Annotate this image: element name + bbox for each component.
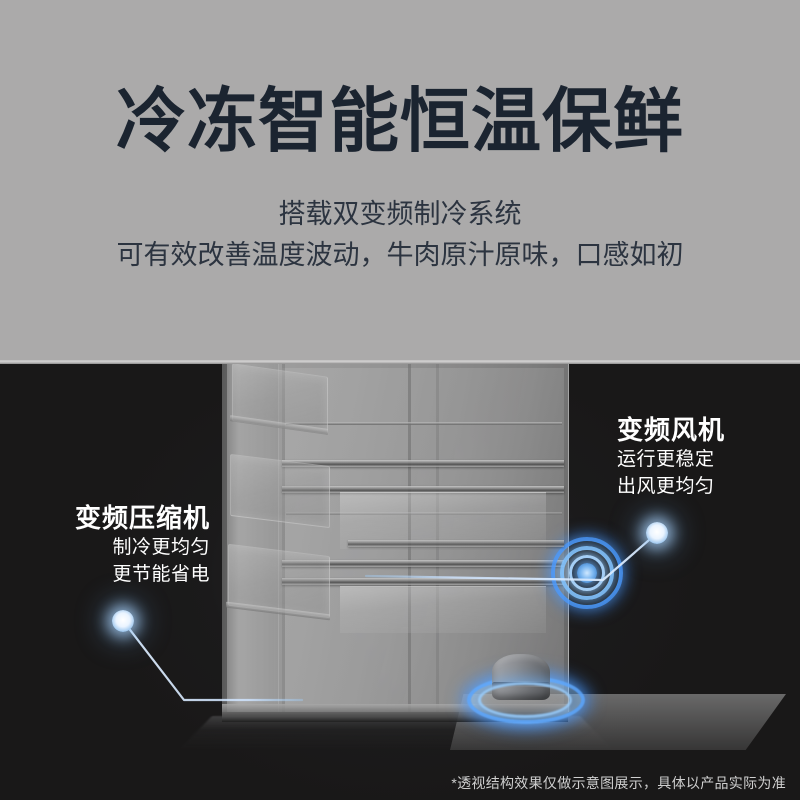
header-band: 冷冻智能恒温保鲜 搭载双变频制冷系统 可有效改善温度波动，牛肉原汁原味，口感如初 bbox=[0, 0, 800, 360]
glass-shelf-lower bbox=[340, 586, 546, 633]
callout-right-title: 变频风机 bbox=[617, 415, 726, 445]
product-stage: 变频压缩机 制冷更均匀 更节能省电 变频风机 运行更稳定 出风更均匀 *透视结构… bbox=[0, 364, 800, 800]
shelf-rail-4 bbox=[282, 578, 564, 585]
fan-hub bbox=[577, 563, 597, 583]
callout-right-line-2: 出风更均匀 bbox=[617, 476, 715, 497]
callout-right: 变频风机 运行更稳定 出风更均匀 bbox=[617, 414, 800, 500]
disclaimer-footnote: *透视结构效果仅做示意图展示，具体以产品实际为准 bbox=[451, 775, 786, 791]
callout-left-anchor-dot bbox=[112, 610, 134, 632]
fridge-door-edge bbox=[222, 364, 227, 712]
callout-left-line-1: 制冷更均匀 bbox=[112, 537, 210, 558]
callout-left-line-2: 更节能省电 bbox=[112, 564, 210, 585]
callout-left: 变频压缩机 制冷更均匀 更节能省电 bbox=[0, 502, 210, 588]
refrigerator-cutaway-illustration bbox=[222, 364, 786, 750]
compressor-glow-ring-inner bbox=[478, 682, 572, 718]
header-divider bbox=[0, 360, 800, 364]
callout-left-title: 变频压缩机 bbox=[74, 503, 210, 533]
shelf-rail-mid bbox=[286, 512, 562, 515]
callout-right-line-1: 运行更稳定 bbox=[617, 449, 715, 470]
fridge-mullion-left bbox=[282, 364, 285, 712]
drawer-middle bbox=[230, 453, 330, 529]
fan-duct-rail bbox=[348, 540, 564, 547]
shelf-rail-1 bbox=[282, 460, 564, 467]
page-title: 冷冻智能恒温保鲜 bbox=[116, 82, 684, 160]
callout-right-anchor-dot bbox=[646, 522, 668, 544]
subtitle-line-2: 可有效改善温度波动，牛肉原汁原味，口感如初 bbox=[116, 240, 684, 270]
shelf-rail-top bbox=[286, 422, 562, 425]
shelf-rail-2 bbox=[282, 486, 564, 493]
subtitle-line-1: 搭载双变频制冷系统 bbox=[278, 199, 522, 229]
